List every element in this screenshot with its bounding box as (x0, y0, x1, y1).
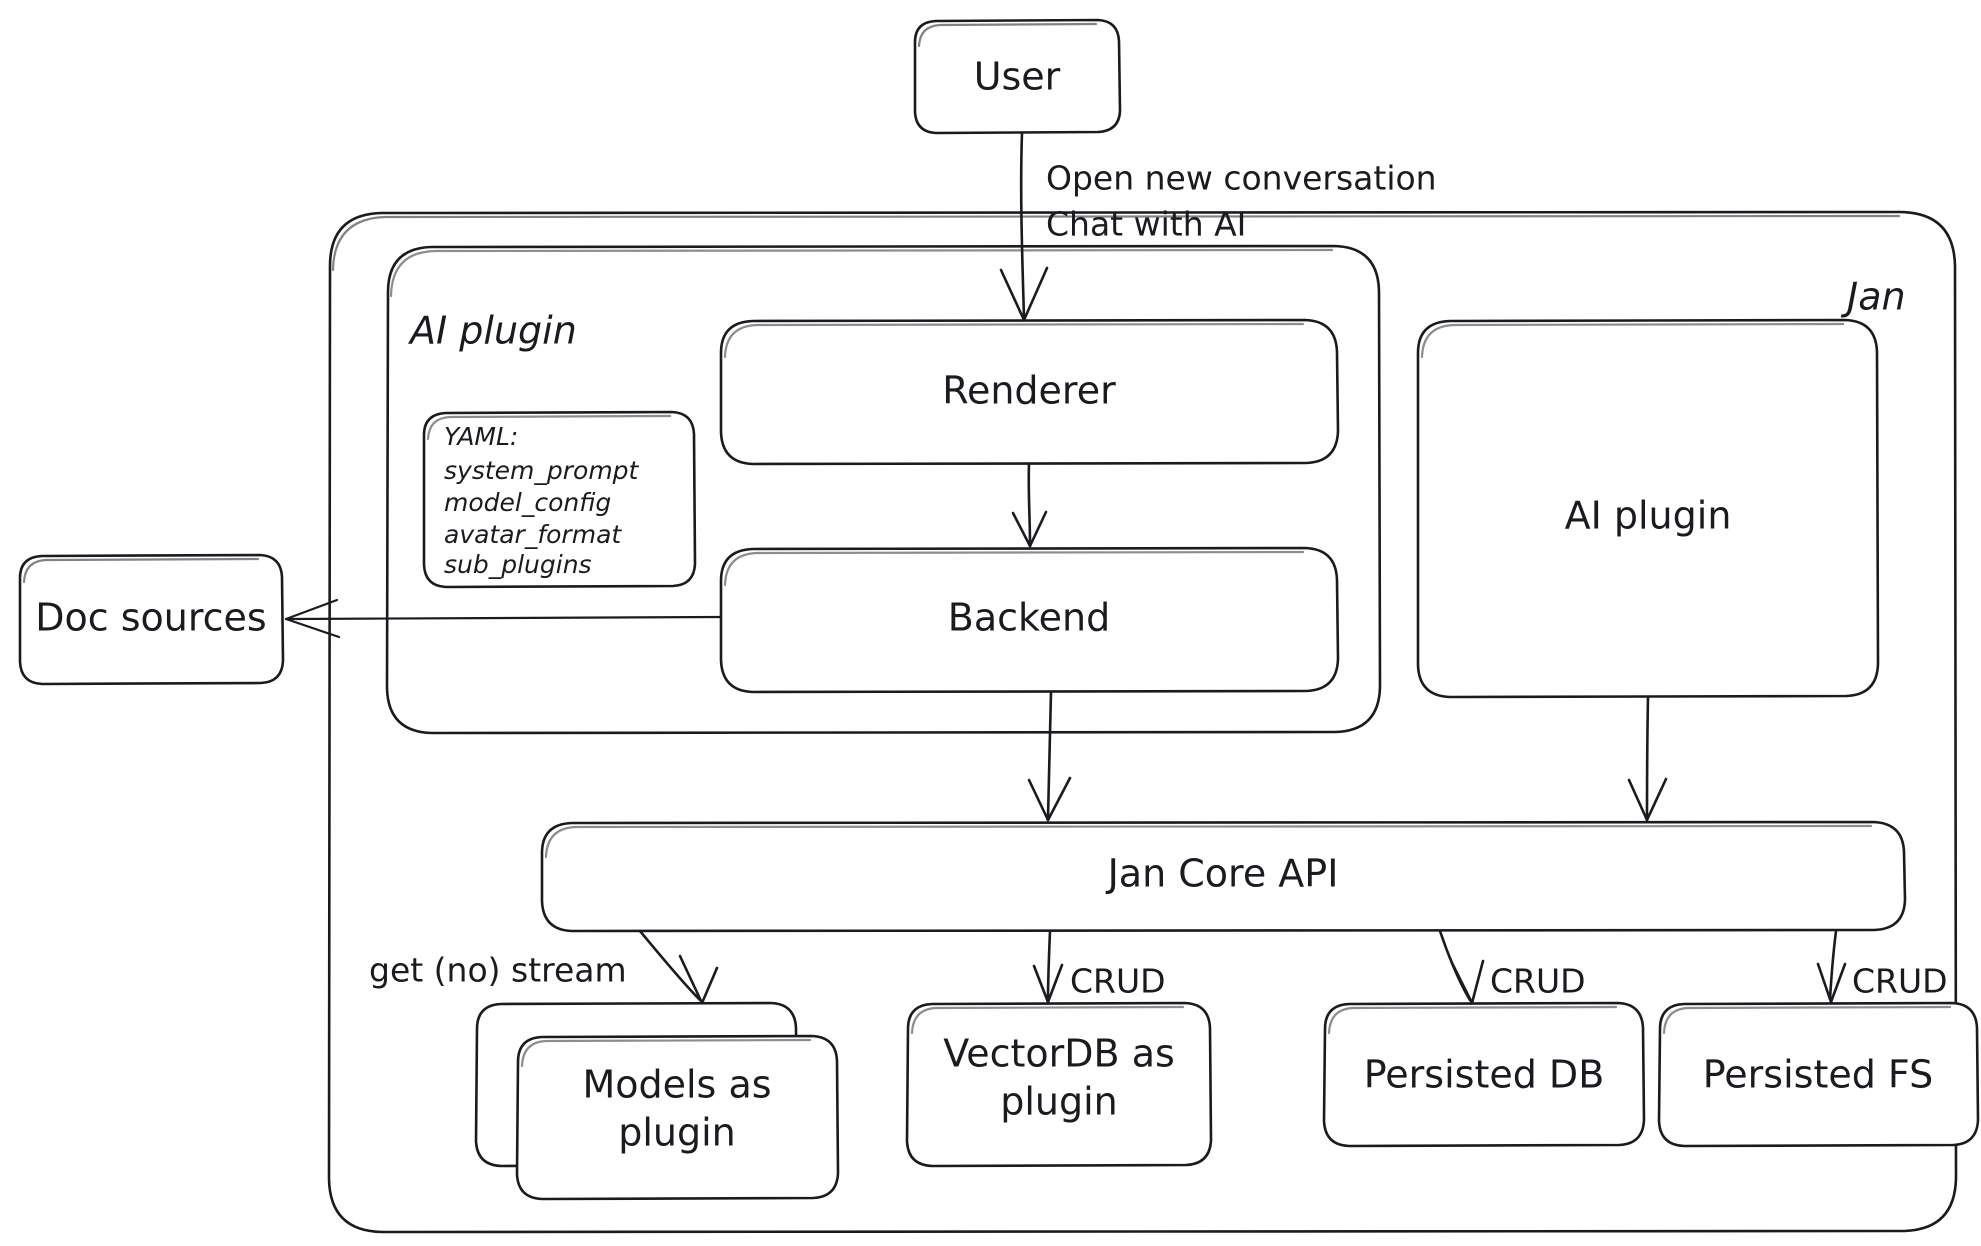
node-jan-core-api[interactable] (540, 820, 1907, 933)
node-user[interactable] (913, 18, 1122, 135)
edge-ai-plugin-to-core (1627, 695, 1668, 822)
node-models-plugin[interactable] (474, 1001, 840, 1201)
node-persisted-fs[interactable] (1657, 1001, 1980, 1148)
edge-core-to-vectordb-label: CRUD (1070, 962, 1166, 1001)
node-yaml-box-title: YAML: (444, 422, 518, 451)
node-renderer[interactable] (719, 318, 1340, 466)
node-yaml-item-1: model_config (444, 488, 611, 517)
node-vectordb-plugin[interactable] (905, 1001, 1213, 1168)
node-jan-core-api-label: Jan Core API (1106, 852, 1339, 896)
edge-core-to-fs (1816, 929, 1847, 1004)
edge-core-to-vectordb (1032, 929, 1064, 1004)
node-jan-container-label: Jan (1840, 275, 1906, 319)
edge-core-to-db (1438, 929, 1485, 1005)
node-doc-sources[interactable] (18, 553, 285, 686)
node-yaml-box[interactable] (422, 410, 697, 589)
edge-core-to-models-label: get (no) stream (369, 951, 627, 990)
edge-core-to-db-label: CRUD (1490, 962, 1586, 1001)
node-backend-label: Backend (948, 596, 1110, 640)
edge-backend-to-doc-sources (284, 598, 723, 639)
edge-user-to-renderer-label-line2: Chat with AI (1046, 205, 1246, 244)
node-persisted-db-label: Persisted DB (1364, 1053, 1605, 1097)
node-vectordb-plugin-label-line1: VectorDB as (943, 1032, 1175, 1076)
node-ai-plugin-right[interactable] (1416, 318, 1880, 699)
node-ai-plugin-group-label: AI plugin (407, 309, 577, 353)
node-ai-plugin-right-label: AI plugin (1565, 494, 1732, 538)
edge-core-to-models (638, 929, 719, 1005)
edge-backend-to-core (1027, 690, 1072, 822)
node-renderer-label: Renderer (942, 369, 1116, 413)
node-persisted-db[interactable] (1322, 1001, 1646, 1148)
node-doc-sources-label: Doc sources (35, 596, 266, 640)
node-models-plugin-label-line2: plugin (618, 1111, 736, 1155)
node-persisted-fs-label: Persisted FS (1703, 1053, 1934, 1097)
node-user-label: User (974, 55, 1061, 99)
edge-core-to-fs-label: CRUD (1852, 962, 1948, 1001)
node-backend[interactable] (719, 546, 1340, 694)
edge-user-to-renderer-label-line1: Open new conversation (1046, 159, 1437, 198)
node-yaml-item-0: system_prompt (444, 456, 640, 485)
node-yaml-item-3: sub_plugins (444, 550, 592, 579)
node-vectordb-plugin-label-line2: plugin (1000, 1080, 1118, 1124)
edge-renderer-to-backend (1011, 462, 1048, 548)
node-yaml-item-2: avatar_format (444, 520, 622, 549)
edge-user-to-renderer (999, 131, 1049, 322)
node-models-plugin-label-line1: Models as (582, 1063, 771, 1107)
